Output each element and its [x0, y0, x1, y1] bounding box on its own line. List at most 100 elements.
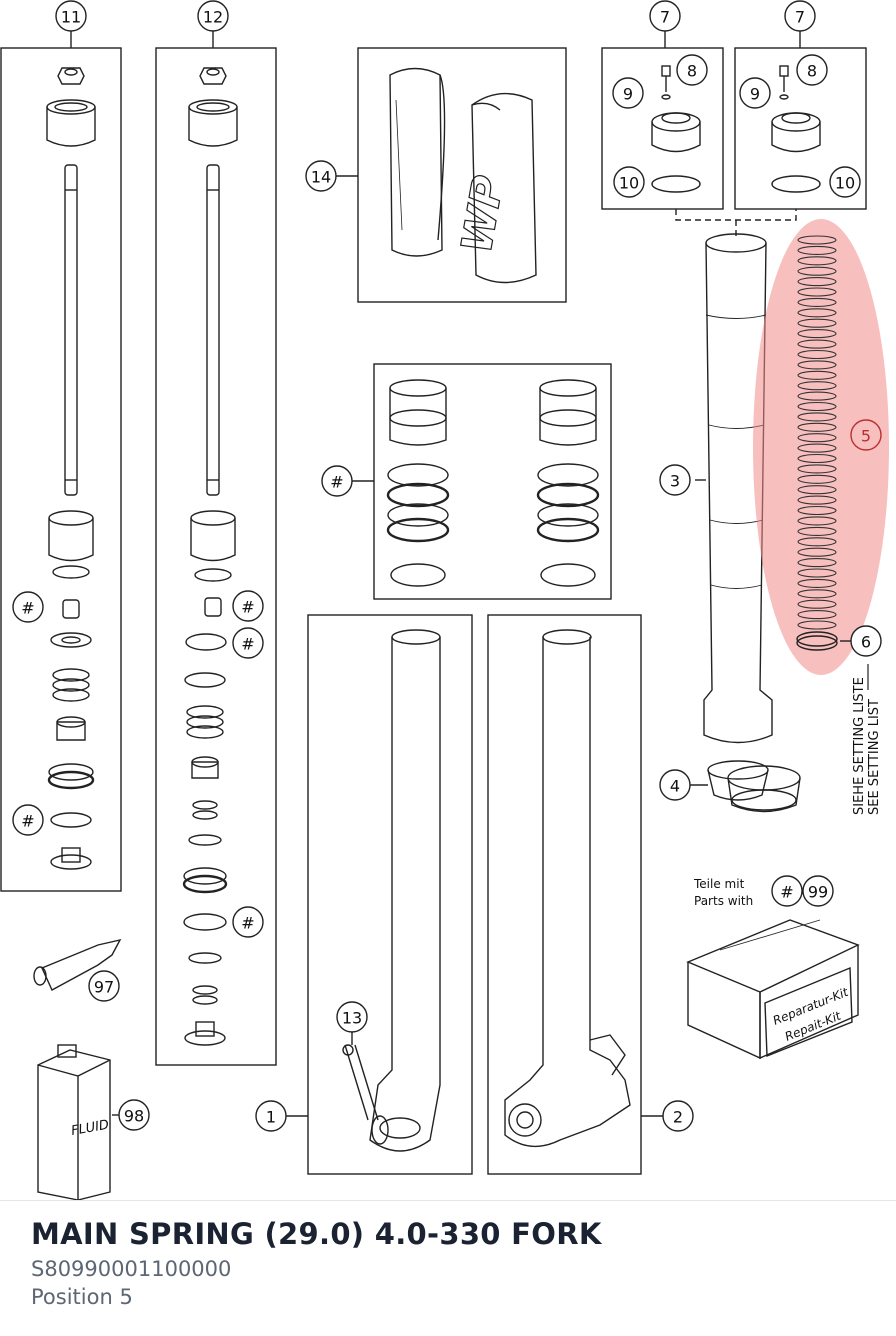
spring-highlight: [753, 219, 889, 675]
spring-coil: [797, 474, 837, 484]
bushing-kit: [352, 363, 612, 600]
callout-hash-2-label: #: [21, 812, 34, 831]
callout-9b[interactable]: [739, 77, 771, 109]
setting-list-de: SIEHE SETTING LISTE: [852, 677, 867, 815]
spring-coil: [797, 360, 837, 370]
callout-2[interactable]: [662, 1100, 694, 1132]
cartridge-assembly-12: [155, 31, 277, 1066]
callout-3-label: 3: [670, 472, 680, 491]
callout-7a[interactable]: [649, 0, 681, 32]
callout-hash-5-label: #: [241, 914, 254, 933]
spring-coil: [797, 516, 837, 526]
spring-coil: [797, 620, 837, 630]
spring-coil: [797, 589, 837, 599]
spring-coil: [797, 245, 837, 255]
callout-11[interactable]: [55, 0, 87, 32]
callout-9a-label: 9: [623, 85, 633, 104]
callout-1[interactable]: [255, 1100, 287, 1132]
fluid-label: FLUID: [70, 1118, 110, 1139]
callout-8a-label: 8: [687, 62, 697, 81]
callout-1-label: 1: [266, 1108, 276, 1127]
spring-coil: [797, 266, 837, 276]
spring-coil: [797, 578, 837, 588]
outer-tube-1: [286, 614, 473, 1175]
main-spring-5[interactable]: [753, 219, 889, 675]
protection-sleeves-14: [336, 47, 567, 303]
spring-coil: [797, 526, 837, 536]
spring-coil: [797, 412, 837, 422]
callout-4-label: 4: [670, 777, 680, 796]
callout-hash-4[interactable]: [232, 627, 264, 659]
fork-fluid-98: [37, 1044, 120, 1200]
spring-coil: [797, 610, 837, 620]
spring-coil: [797, 547, 837, 557]
callout-99[interactable]: [802, 875, 834, 907]
callout-99-label: 99: [808, 883, 828, 902]
callout-hash-4-label: #: [241, 635, 254, 654]
spring-coil: [797, 422, 837, 432]
callout-13[interactable]: [336, 1001, 368, 1033]
callout-hash-7[interactable]: [771, 875, 803, 907]
setting-list-en: SEE SETTING LIST: [867, 699, 882, 815]
cartridge-assembly-11: [0, 31, 122, 892]
callout-4[interactable]: [659, 769, 691, 801]
spring-coil: [797, 464, 837, 474]
callout-10b-label: 10: [835, 174, 855, 193]
dust-seal-4: [727, 765, 801, 813]
callout-10a[interactable]: [613, 166, 645, 198]
exploded-fork-diagram: 11 12 7 7 8 8 9 9 10 10 14 3 5 6 4 1 2 1…: [0, 0, 889, 1200]
parts-with-de: Teile mit: [693, 877, 745, 891]
spring-coil: [797, 558, 837, 568]
fork-caps-7: [601, 31, 867, 240]
callout-12[interactable]: [197, 0, 229, 32]
spring-coil: [797, 381, 837, 391]
spring-coil: [797, 349, 837, 360]
callout-8b[interactable]: [796, 54, 828, 86]
callout-2-label: 2: [673, 1108, 683, 1127]
spring-coil: [797, 297, 837, 307]
parts-with-en: Parts with: [694, 894, 753, 908]
callout-14-label: 14: [311, 168, 331, 187]
spring-coil: [797, 329, 837, 339]
spring-coil: [797, 256, 837, 266]
callout-hash-6[interactable]: [321, 465, 353, 497]
callout-98-label: 98: [124, 1107, 144, 1126]
callout-98[interactable]: [118, 1099, 150, 1131]
callout-hash-3[interactable]: [232, 590, 264, 622]
callout-5[interactable]: [850, 419, 882, 451]
spring-coil: [797, 235, 837, 245]
callout-7a-label: 7: [660, 8, 670, 27]
wp-logo: WP: [452, 172, 514, 257]
callout-6[interactable]: [850, 625, 882, 657]
callout-97[interactable]: [88, 970, 120, 1002]
inner-tube-3: [690, 233, 773, 801]
spring-coil: [797, 308, 837, 318]
callout-hash-5[interactable]: [232, 906, 264, 938]
spring-coil: [797, 277, 837, 287]
repair-kit-box: [686, 919, 860, 1060]
part-info-footer: MAIN SPRING (29.0) 4.0-330 FORK S8099000…: [0, 1200, 896, 1336]
spring-coil: [797, 453, 837, 464]
spring-coil: [797, 443, 837, 453]
callout-hash-2[interactable]: [12, 804, 44, 836]
callout-hash-7-label: #: [780, 883, 793, 902]
callout-11-label: 11: [61, 8, 81, 27]
callout-8b-label: 8: [807, 62, 817, 81]
part-title: MAIN SPRING (29.0) 4.0-330 FORK: [31, 1217, 602, 1251]
callout-9b-label: 9: [750, 85, 760, 104]
callout-hash-1[interactable]: [12, 591, 44, 623]
callout-10a-label: 10: [619, 174, 639, 193]
callout-10b[interactable]: [829, 166, 861, 198]
callout-8a[interactable]: [676, 54, 708, 86]
callout-7b-label: 7: [795, 8, 805, 27]
callout-9a[interactable]: [612, 77, 644, 109]
spring-coil: [797, 433, 837, 443]
callout-7b[interactable]: [784, 0, 816, 32]
callout-97-label: 97: [94, 978, 114, 997]
part-number: S80990001100000: [31, 1257, 232, 1281]
callout-3[interactable]: [659, 464, 691, 496]
callout-14[interactable]: [305, 160, 337, 192]
spring-coil: [797, 370, 837, 380]
spring-coil: [797, 599, 837, 609]
callout-12-label: 12: [203, 8, 223, 27]
